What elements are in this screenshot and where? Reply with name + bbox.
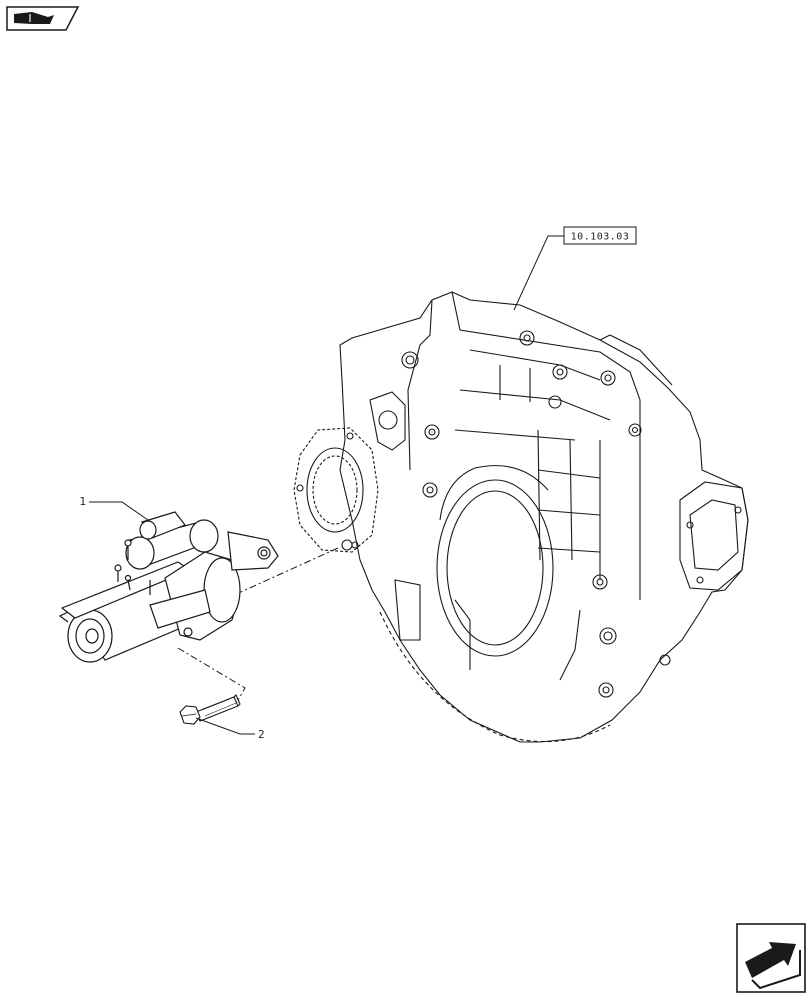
housing-hidden-arc <box>379 611 611 743</box>
starter-motor[interactable] <box>58 511 279 663</box>
flywheel-housing <box>293 291 749 743</box>
callout-2-label: 2 <box>258 728 265 741</box>
reference-callout[interactable]: 10.103.03 <box>513 226 637 311</box>
callout-2-leader <box>195 717 255 735</box>
next-page-arrow-icon[interactable] <box>736 923 806 993</box>
sensor-pad <box>369 391 406 451</box>
main-bore <box>436 479 554 657</box>
right-cover-flange <box>679 481 749 591</box>
reference-leader-line <box>513 235 564 311</box>
callout-1-leader <box>89 501 149 521</box>
mounting-bolt[interactable] <box>179 694 241 725</box>
callout-1-label: 1 <box>79 495 86 508</box>
reference-label: 10.103.03 <box>571 232 630 243</box>
assembly-dash-line-starter <box>231 547 339 597</box>
callout-2[interactable]: 2 <box>195 717 265 741</box>
book-arrow-icon[interactable] <box>6 6 80 31</box>
housing-outline <box>339 291 749 743</box>
callout-1[interactable]: 1 <box>79 495 149 521</box>
starter-mount-flange <box>293 427 379 553</box>
assembly-dash-line-bolt <box>177 647 246 701</box>
housing-inner-frame <box>451 291 641 600</box>
